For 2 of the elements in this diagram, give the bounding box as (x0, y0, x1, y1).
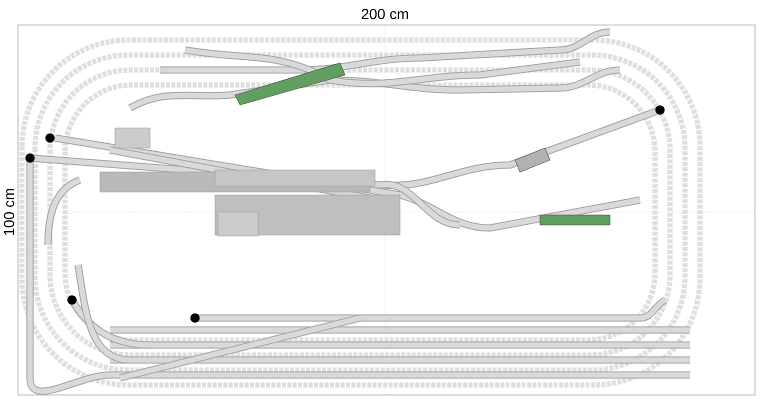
dimension-label: 100 cm (4, 188, 14, 235)
dimension-label: 200 cm (362, 8, 408, 20)
